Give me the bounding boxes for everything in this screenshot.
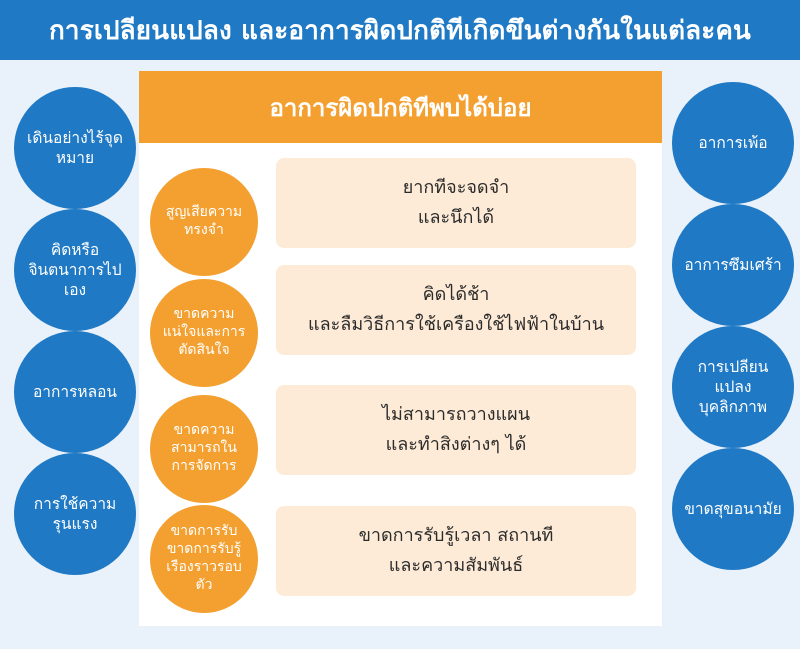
symptom-desc-line2: และลืมวิธีการใช้เครืองใช้ไฟฟ้าในบ้าน (307, 314, 604, 335)
right-circle-delirium: อาการเพ้อ (672, 82, 794, 204)
symptom-label: ขาดการรับขาดการรับรู้เรืองราวรอบตัว (166, 523, 242, 593)
right-circle-personality: การเปลียนแปลงบุคลิกภาพ (672, 326, 794, 448)
right-circle-depression: อาการซึมเศร้า (672, 204, 794, 326)
page-title: การเปลียนแปลง และอาการผิดปกติทีเกิดขึนต่… (48, 15, 752, 46)
symptom-circle-decision: ขาดความแน่ใจและการตัดสินใจ (150, 279, 258, 387)
symptom-box-decision: คิดได้ช้า และลืมวิธีการใช้เครืองใช้ไฟฟ้า… (276, 265, 636, 355)
panel-title: อาการผิดปกติทีพบได้บ่อย (139, 71, 662, 143)
panel-title-text: อาการผิดปกติทีพบได้บ่อย (269, 93, 532, 122)
symptom-desc-line2: และทำสิงต่างๆ ได้ (385, 434, 527, 455)
symptom-label: ขาดความแน่ใจและการตัดสินใจ (162, 306, 246, 358)
left-circle-wander: เดินอย่างไร้จุดหมาย (14, 87, 136, 209)
symptom-label: ขาดความสามารถในการจัดการ (171, 422, 237, 474)
symptom-label: สูญเสียความทรงจำ (165, 204, 243, 238)
symptom-desc-line1: ไม่สามารถวางแผน (381, 404, 530, 426)
symptom-circle-awareness: ขาดการรับขาดการรับรู้เรืองราวรอบตัว (150, 505, 258, 613)
left-circle-violence: การใช้ความรุนแรง (14, 453, 136, 575)
symptom-box-management: ไม่สามารถวางแผน และทำสิงต่างๆ ได้ (276, 385, 636, 475)
circle-label: เดินอย่างไร้จุดหมาย (27, 128, 123, 167)
page-header: การเปลียนแปลง และอาการผิดปกติทีเกิดขึนต่… (0, 0, 800, 60)
symptom-desc-line2: และความสัมพันธ์ (388, 555, 524, 576)
right-circle-hygiene: ขาดสุขอนามัย (672, 448, 794, 570)
symptom-desc-line2: และนึกได้ (417, 207, 495, 228)
symptom-circle-management: ขาดความสามารถในการจัดการ (150, 395, 258, 503)
circle-label: คิดหรือจินตนาการไปเอง (28, 240, 122, 300)
circle-label: การใช้ความรุนแรง (33, 494, 117, 533)
left-circle-hallucination: อาการหลอน (14, 331, 136, 453)
left-circle-imagine: คิดหรือจินตนาการไปเอง (14, 209, 136, 331)
circle-label: อาการหลอน (32, 382, 118, 401)
common-symptoms-panel: อาการผิดปกติทีพบได้บ่อย สูญเสียความทรงจำ… (139, 71, 662, 626)
circle-label: ขาดสุขอนามัย (684, 499, 782, 518)
circle-label: อาการเพ้อ (698, 133, 768, 152)
symptom-desc-line1: ยากทีจะจดจำ (402, 177, 510, 199)
symptom-desc-line1: คิดได้ช้า (422, 284, 490, 306)
symptom-box-memory: ยากทีจะจดจำ และนึกได้ (276, 158, 636, 248)
circle-label: อาการซึมเศร้า (684, 255, 782, 274)
symptom-box-awareness: ขาดการรับรู้เวลา สถานที และความสัมพันธ์ (276, 506, 636, 596)
symptom-desc-line1: ขาดการรับรู้เวลา สถานที (358, 525, 554, 547)
circle-label: การเปลียนแปลงบุคลิกภาพ (697, 357, 769, 417)
symptom-circle-memory: สูญเสียความทรงจำ (150, 168, 258, 276)
